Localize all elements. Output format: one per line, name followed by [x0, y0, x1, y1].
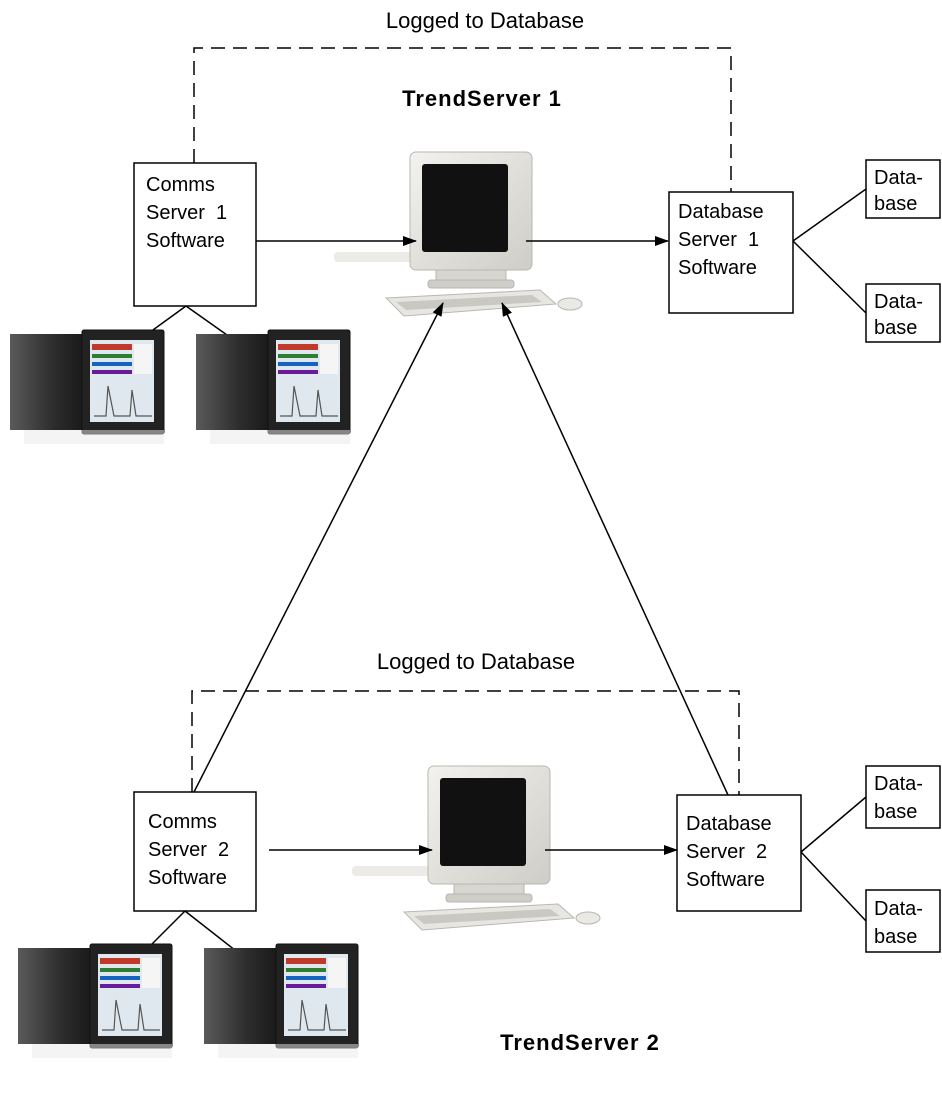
database-2b-box: Data- base: [865, 889, 941, 953]
comms1-line-2: Server 1: [146, 202, 227, 224]
dbserver2-line-1: Database: [686, 813, 772, 835]
pc-workstation-icon: [333, 151, 583, 317]
server2-logged-dashed-line: [191, 690, 740, 795]
dbserver2-line-2: Server 2: [686, 841, 767, 863]
database-server-1-box: Database Server 1 Software: [668, 191, 794, 314]
comms2-line-2: Server 2: [148, 839, 229, 861]
comms2-line-1: Comms: [148, 811, 217, 833]
trendserver-1-group: Logged to Database TrendServer 1 Comms S…: [9, 8, 941, 445]
dbserver1-to-db1a-line: [792, 188, 867, 242]
db2b-line-2: base: [874, 926, 917, 948]
server1-logged-label: Logged to Database: [386, 8, 584, 33]
comms2-line-3: Software: [148, 867, 227, 889]
dbserver1-to-db1b-line: [792, 240, 867, 314]
database-server-2-box: Database Server 2 Software: [676, 794, 802, 912]
database-1b-box: Data- base: [865, 283, 941, 343]
dbserver2-line-3: Software: [686, 869, 765, 891]
dbserver2-to-db2b-line: [800, 851, 867, 922]
comms1-line-1: Comms: [146, 174, 215, 196]
db1a-line-1: Data-: [874, 167, 923, 189]
db2b-line-1: Data-: [874, 898, 923, 920]
db2a-line-2: base: [874, 801, 917, 823]
db1b-line-1: Data-: [874, 291, 923, 313]
trendserver-2-group: Logged to Database Comms Server 2 Softwa…: [17, 649, 941, 1059]
server1-logged-dashed-line: [193, 47, 732, 192]
server2-logged-label: Logged to Database: [377, 649, 575, 674]
paperless-recorder-icon: [17, 943, 173, 1059]
paperless-recorder-icon: [203, 943, 359, 1059]
db1b-line-2: base: [874, 317, 917, 339]
comms-server-1-box: Comms Server 1 Software: [133, 162, 257, 307]
server2-title: TrendServer 2: [500, 1030, 660, 1055]
dbserver2-to-pc1-arrow: [501, 302, 729, 796]
dbserver1-line-3: Software: [678, 257, 757, 279]
dbserver1-line-1: Database: [678, 201, 764, 223]
paperless-recorder-icon: [9, 329, 165, 445]
server1-title: TrendServer 1: [402, 86, 562, 111]
dbserver2-to-db2a-line: [800, 796, 867, 853]
db2a-line-1: Data-: [874, 773, 923, 795]
dbserver1-line-2: Server 1: [678, 229, 759, 251]
database-1a-box: Data- base: [865, 159, 941, 219]
comms2-to-pc1-arrow: [193, 302, 444, 793]
pc-workstation-icon: [351, 765, 601, 931]
comms1-line-3: Software: [146, 230, 225, 252]
paperless-recorder-icon: [195, 329, 351, 445]
db1a-line-2: base: [874, 193, 917, 215]
database-2a-box: Data- base: [865, 765, 941, 829]
comms-server-2-box: Comms Server 2 Software: [133, 791, 257, 912]
